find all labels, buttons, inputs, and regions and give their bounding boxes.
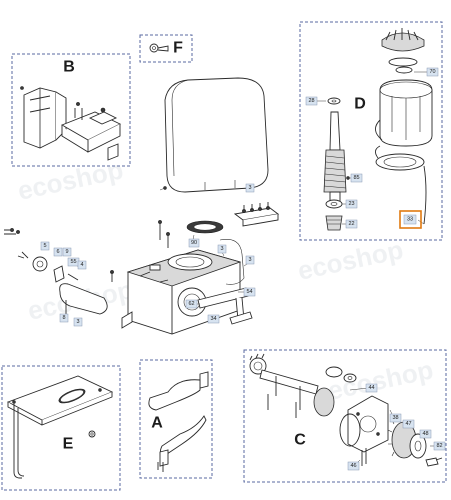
section-a[interactable]: A bbox=[139, 359, 213, 479]
svg-text:ecoshop: ecoshop bbox=[295, 234, 406, 286]
part-tag-47[interactable]: 47 bbox=[402, 419, 415, 429]
part-tag-6[interactable]: 6 bbox=[53, 247, 63, 257]
section-label-d: D bbox=[354, 96, 366, 113]
section-label-f: F bbox=[173, 40, 183, 57]
svg-text:70: 70 bbox=[429, 69, 435, 75]
part-tag-55[interactable]: 55 bbox=[67, 257, 80, 267]
svg-text:ecoshop: ecoshop bbox=[15, 154, 126, 206]
section-label-a: A bbox=[151, 415, 163, 432]
part-tag-82[interactable]: 82 bbox=[433, 441, 446, 451]
part-tag-38[interactable]: 38 bbox=[389, 413, 402, 423]
part-tag-4[interactable]: 4 bbox=[77, 260, 87, 270]
svg-text:ecoshop: ecoshop bbox=[325, 354, 436, 406]
svg-text:34: 34 bbox=[210, 316, 216, 322]
svg-text:8: 8 bbox=[62, 315, 65, 321]
part-tag-34[interactable]: 34 bbox=[207, 314, 220, 324]
part-tag-28[interactable]: 28 bbox=[305, 96, 318, 106]
gearbox-housing[interactable] bbox=[121, 239, 245, 335]
part-tag-46[interactable]: 46 bbox=[347, 461, 360, 471]
part-tag-5[interactable]: 5 bbox=[40, 241, 50, 251]
svg-text:3: 3 bbox=[76, 319, 79, 325]
part-tag-44[interactable]: 44 bbox=[365, 383, 378, 393]
svg-text:5: 5 bbox=[43, 243, 46, 249]
part-tag-9[interactable]: 9 bbox=[62, 247, 72, 257]
svg-text:48: 48 bbox=[422, 431, 428, 437]
svg-text:54: 54 bbox=[246, 289, 252, 295]
svg-text:22: 22 bbox=[348, 221, 354, 227]
svg-text:47: 47 bbox=[405, 421, 411, 427]
cover[interactable] bbox=[159, 77, 269, 193]
section-label-b: B bbox=[63, 59, 75, 76]
part-tag-8[interactable]: 8 bbox=[59, 313, 69, 323]
part-tag-3-housing[interactable]: 3 bbox=[217, 244, 227, 254]
svg-text:82: 82 bbox=[436, 443, 442, 449]
part-tag-90[interactable]: 90 bbox=[188, 238, 200, 248]
terminal-block[interactable] bbox=[233, 202, 280, 227]
part-tag-23[interactable]: 23 bbox=[345, 199, 358, 209]
svg-text:62: 62 bbox=[188, 301, 194, 307]
svg-text:85: 85 bbox=[353, 175, 359, 181]
part-tag-54[interactable]: 54 bbox=[243, 287, 256, 297]
part-tag-3-cover[interactable]: 3 bbox=[245, 183, 255, 193]
svg-text:3: 3 bbox=[248, 185, 251, 191]
svg-text:9: 9 bbox=[65, 249, 68, 255]
svg-text:55: 55 bbox=[70, 259, 76, 265]
svg-text:6: 6 bbox=[56, 249, 59, 255]
part-tag-3-lever[interactable]: 3 bbox=[73, 317, 83, 327]
section-label-e: E bbox=[63, 436, 74, 453]
part-tag-85[interactable]: 85 bbox=[350, 173, 363, 183]
svg-text:4: 4 bbox=[80, 262, 83, 268]
section-label-c: C bbox=[294, 432, 306, 449]
part-tag-62[interactable]: 62 bbox=[185, 299, 198, 309]
part-tag-22[interactable]: 22 bbox=[345, 219, 358, 229]
part-tag-48[interactable]: 48 bbox=[419, 429, 432, 439]
section-e[interactable]: E bbox=[1, 365, 121, 491]
main-assembly[interactable] bbox=[4, 77, 280, 335]
section-f[interactable]: F bbox=[139, 34, 193, 63]
svg-text:3: 3 bbox=[220, 246, 223, 252]
svg-text:46: 46 bbox=[350, 463, 356, 469]
svg-text:28: 28 bbox=[308, 98, 314, 104]
svg-text:33: 33 bbox=[407, 217, 413, 223]
part-tag-33-highlighted[interactable]: 33 bbox=[403, 214, 417, 225]
svg-text:23: 23 bbox=[348, 201, 354, 207]
part-tag-70[interactable]: 70 bbox=[426, 67, 439, 77]
svg-text:90: 90 bbox=[191, 240, 197, 246]
svg-text:3: 3 bbox=[248, 257, 251, 263]
svg-text:44: 44 bbox=[368, 385, 374, 391]
part-tag-3-right[interactable]: 3 bbox=[245, 255, 255, 265]
selected-part-highlight bbox=[399, 210, 422, 229]
section-d[interactable]: D bbox=[299, 21, 443, 241]
svg-text:38: 38 bbox=[392, 415, 398, 421]
section-b[interactable]: B bbox=[11, 53, 131, 167]
